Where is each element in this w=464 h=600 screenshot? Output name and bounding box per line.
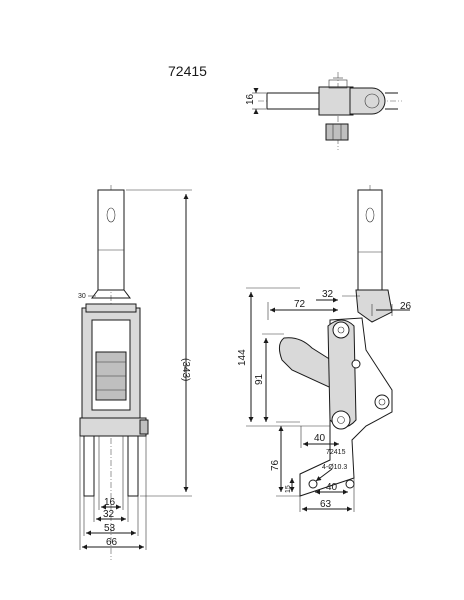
side-dim-holes: 4-Ø10.3 [322, 464, 347, 471]
side-guide-head [355, 289, 393, 323]
side-dim-26: 26 [400, 301, 412, 312]
front-dim-343: (343) [180, 358, 191, 381]
side-plunger-shaft [357, 189, 383, 291]
top-dim-16: 16 [245, 93, 256, 105]
drawing-title: 72415 [168, 63, 207, 79]
side-dim-32: 32 [322, 289, 334, 300]
side-part-label: 72415 [326, 449, 346, 456]
front-dim-53: 53 [104, 523, 116, 534]
top-view-plunger [266, 92, 322, 110]
side-dim-40-base: 40 [326, 482, 338, 493]
front-plunger-shaft [97, 189, 125, 291]
side-dim-40-link: 40 [314, 433, 326, 444]
side-dim-72: 72 [294, 299, 306, 310]
top-view: 16 [245, 72, 402, 150]
side-dim-91: 91 [254, 373, 265, 385]
top-view-pivot [349, 87, 386, 115]
front-dim-32: 32 [103, 509, 115, 520]
side-dim-15: 15 [285, 485, 292, 493]
base-hole-right [345, 479, 355, 489]
side-dim-63: 63 [320, 499, 332, 510]
top-view-body [318, 86, 354, 116]
front-dim-16: 16 [104, 497, 116, 508]
front-base-flange [79, 417, 147, 437]
front-dim-66: 66 [106, 537, 118, 548]
side-dim-76: 76 [270, 459, 281, 471]
top-view-nut [325, 123, 349, 141]
side-dim-144: 144 [237, 349, 248, 366]
front-dim-30: 30 [78, 293, 86, 300]
base-hole-left [308, 479, 318, 489]
front-view: 30 (343) 16 32 53 66 [78, 185, 192, 560]
side-view: 32 72 26 144 91 40 72415 76 4-Ø10.3 [237, 185, 412, 512]
